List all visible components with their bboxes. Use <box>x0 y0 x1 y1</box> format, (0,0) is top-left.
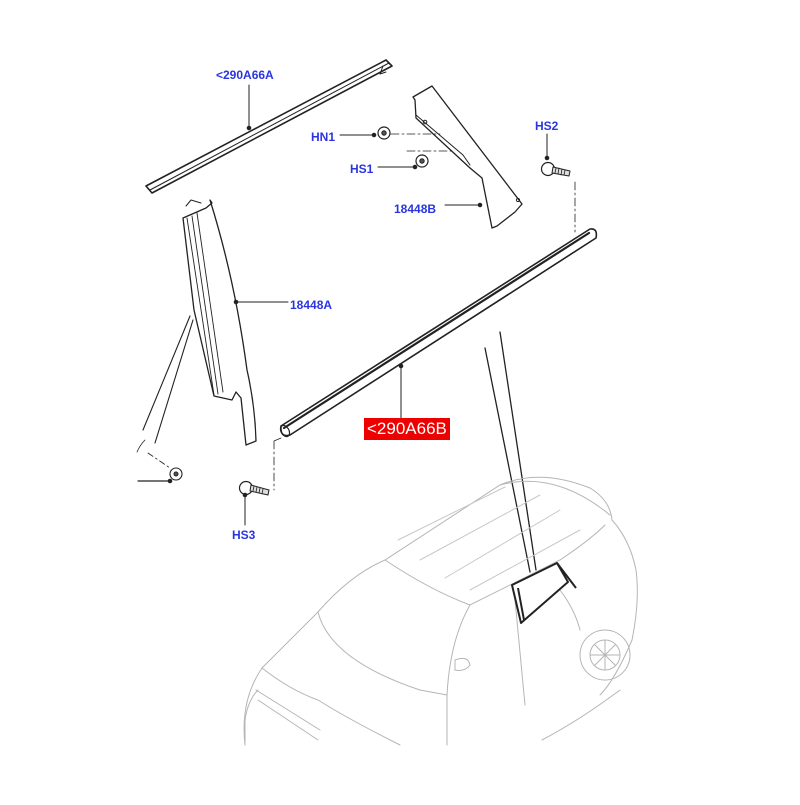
screw-hs3[interactable] <box>238 480 270 526</box>
vehicle-outline <box>243 476 638 746</box>
locator-lines <box>484 331 537 573</box>
molding-290a66b[interactable] <box>273 228 598 491</box>
leader-lines-left <box>136 315 194 484</box>
callout-hn1[interactable]: HN1 <box>311 130 336 144</box>
finisher-18448b[interactable] <box>412 85 523 229</box>
molding-290a66a[interactable] <box>145 59 393 194</box>
finisher-18448a[interactable] <box>182 199 289 446</box>
callout-290a66b-highlighted[interactable]: <290A66B <box>364 418 450 440</box>
screw-hs1[interactable] <box>377 150 453 170</box>
highlighted-window-frame[interactable] <box>511 562 577 624</box>
callout-hs2[interactable]: HS2 <box>535 119 559 133</box>
callout-hs1[interactable]: HS1 <box>350 162 374 176</box>
nut-hn1[interactable] <box>339 126 441 140</box>
callout-290a66a[interactable]: <290A66A <box>216 68 274 82</box>
callout-18448a[interactable]: 18448A <box>290 298 333 312</box>
callout-hs3[interactable]: HS3 <box>232 528 256 542</box>
screw-hs2[interactable] <box>540 133 576 233</box>
callout-18448b[interactable]: 18448B <box>394 202 437 216</box>
